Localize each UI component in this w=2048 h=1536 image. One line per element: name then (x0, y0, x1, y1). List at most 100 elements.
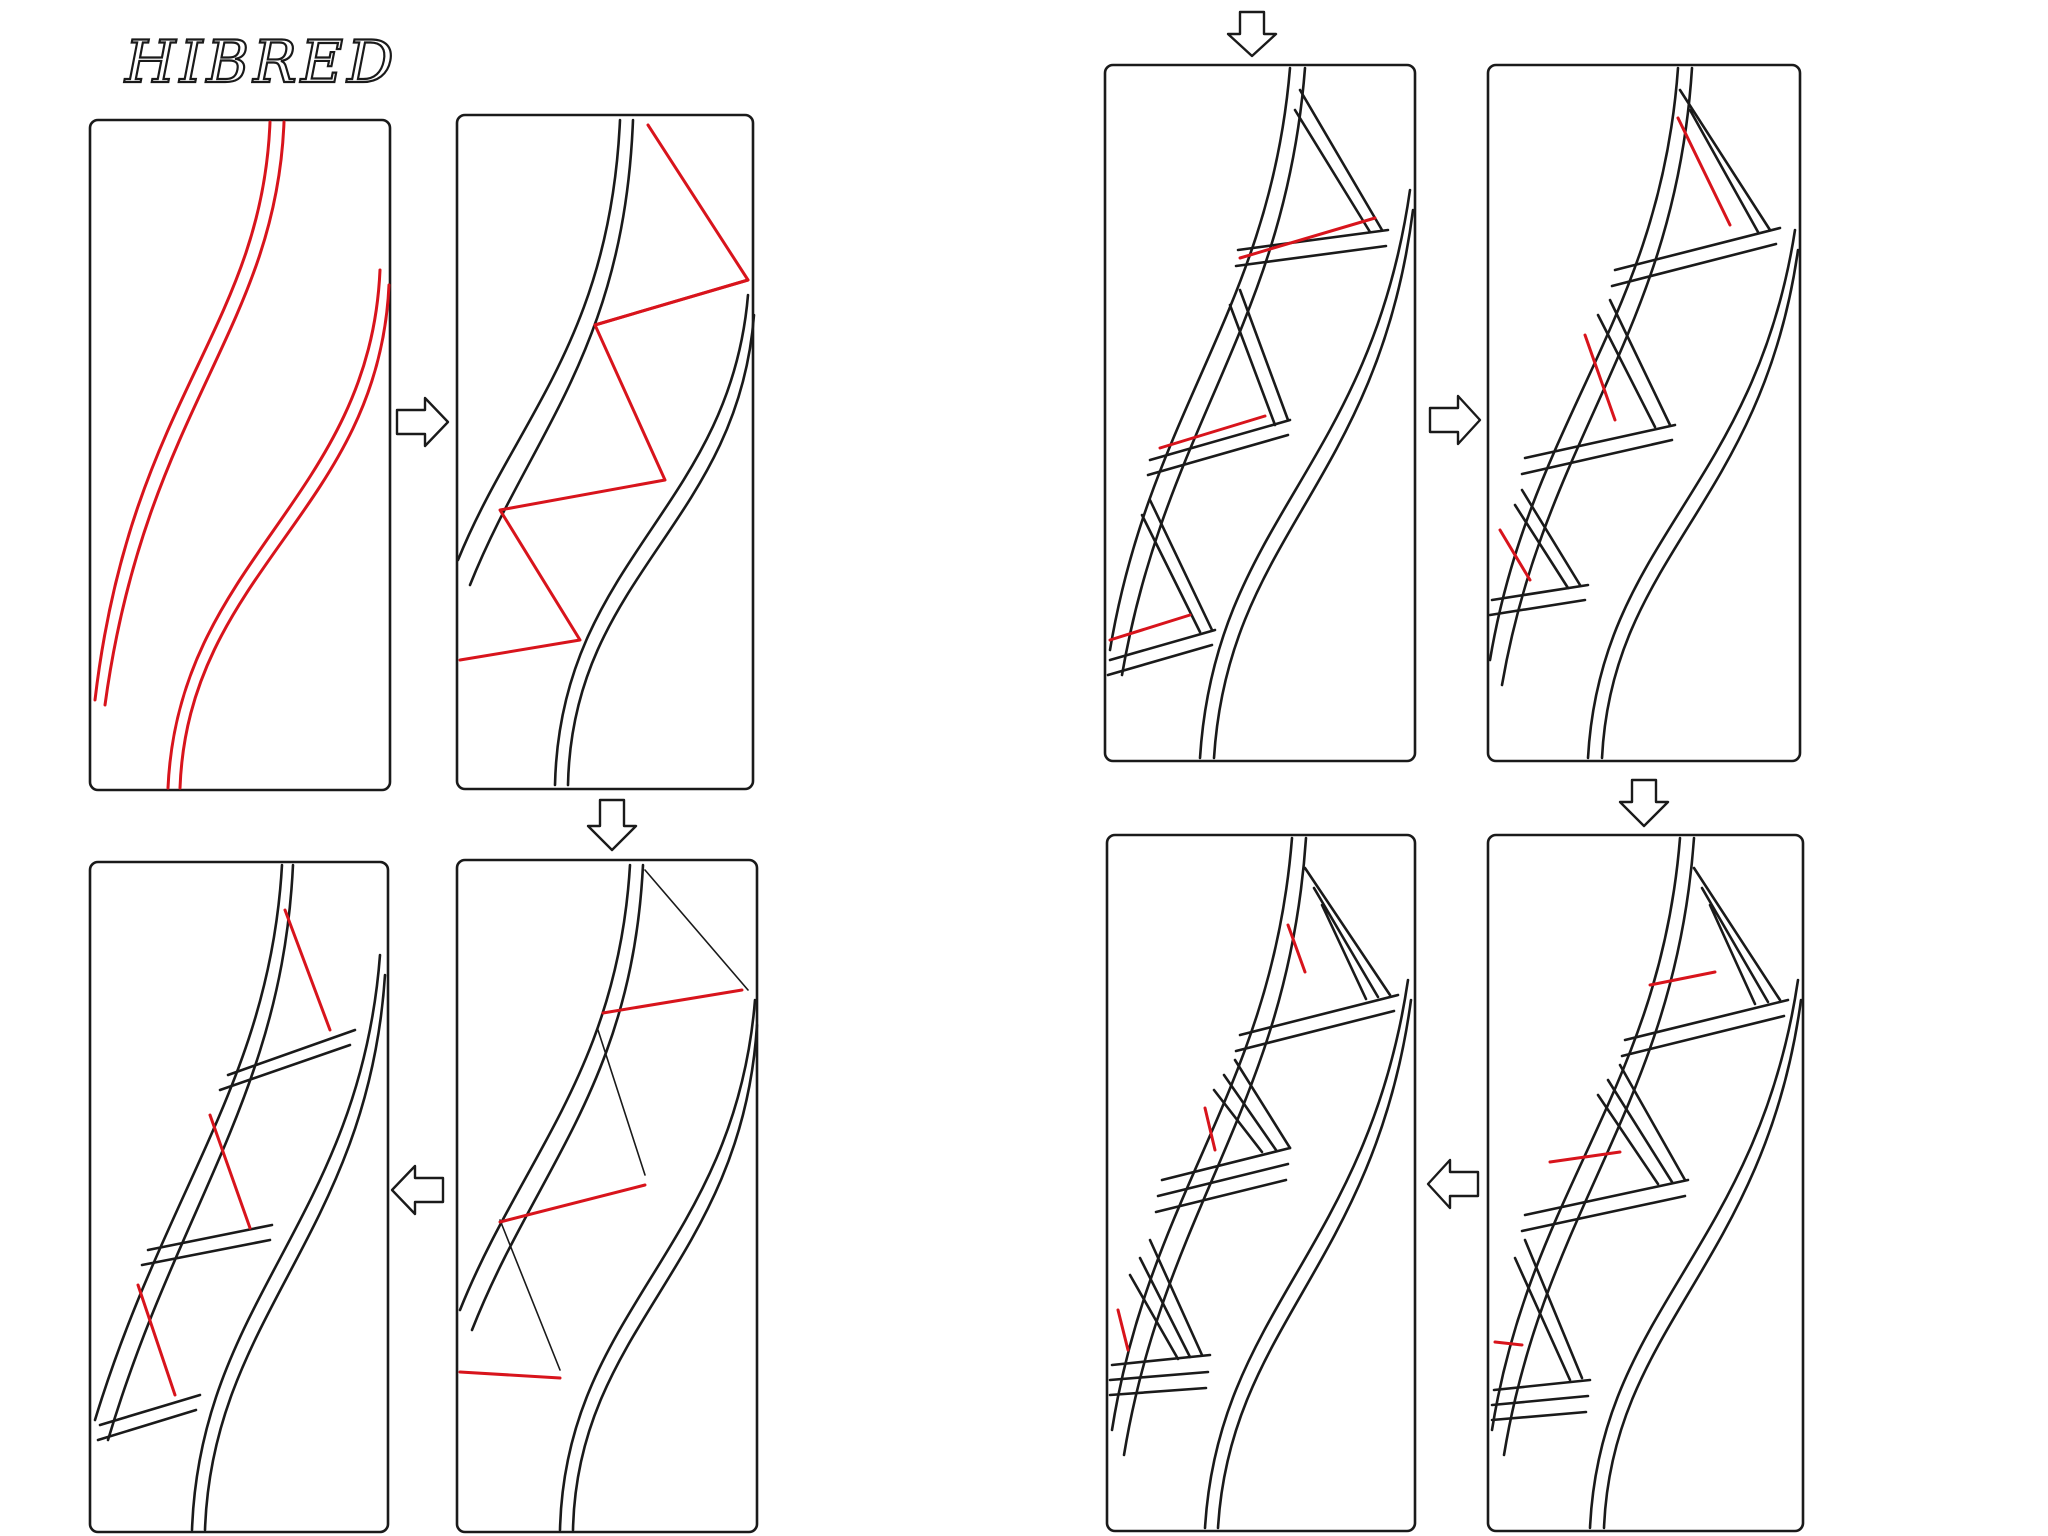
stripe-3 (136, 1283, 177, 1397)
stripe-2 (1203, 1106, 1217, 1152)
bar-1 (1234, 993, 1400, 1053)
bar-2 (1154, 1146, 1292, 1214)
stripe-3 (458, 1370, 562, 1380)
bar-1 (1234, 228, 1390, 268)
strand-a-outer (1488, 66, 1680, 662)
inner-v-1 (1678, 88, 1772, 234)
arrow-left-icon (1426, 1158, 1480, 1210)
strand-a-outer (1490, 836, 1682, 1432)
panel-frame (1486, 63, 1802, 763)
arrow-down-icon (586, 798, 638, 852)
bar-2 (1520, 423, 1677, 476)
step-4-panel (88, 860, 390, 1534)
stripe-2 (208, 1113, 252, 1230)
panel-frame (88, 118, 392, 792)
strand-b-inner (1212, 208, 1415, 760)
strand-a-inner (470, 863, 645, 1332)
strand-a-inner (1120, 66, 1307, 677)
bar-3 (96, 1393, 202, 1442)
panel-frame (1486, 833, 1805, 1533)
nested-v-2 (1596, 1063, 1687, 1186)
panel-frame (1105, 833, 1417, 1533)
strand-a-outer (456, 118, 622, 562)
arrow-left-icon (390, 1164, 445, 1216)
step-1-panel (88, 118, 392, 792)
stripe-1 (601, 988, 744, 1015)
strand-b-outer (1588, 978, 1800, 1530)
nested-v-3 (1128, 1238, 1204, 1361)
zigzag-connector (593, 278, 750, 327)
step-2-panel (455, 113, 756, 791)
stripe-1 (1238, 216, 1377, 260)
panel-frame (1103, 63, 1417, 763)
strand-a-outer (1110, 836, 1294, 1432)
bar-2 (140, 1223, 274, 1267)
guide-lines (499, 869, 749, 1371)
stripe-3 (1493, 1340, 1524, 1347)
nested-v-3 (1513, 1238, 1584, 1382)
strand-b-outer (190, 953, 382, 1532)
bar-2 (1520, 1178, 1690, 1233)
stripe-3 (1116, 1308, 1130, 1352)
bar-3 (1108, 1353, 1212, 1397)
nested-v-2 (1212, 1058, 1292, 1154)
strand-left-inner (103, 120, 286, 707)
step-6-panel (1486, 63, 1802, 763)
stripe-1 (1286, 923, 1307, 974)
stripe-2 (1158, 414, 1267, 450)
triangle-2 (1228, 288, 1290, 427)
strand-b-outer (1203, 978, 1410, 1530)
strand-b-inner (203, 973, 387, 1532)
stripe-2 (1548, 1150, 1622, 1164)
page-title: HIBRED (124, 28, 398, 96)
strand-b-inner (1216, 998, 1413, 1530)
strand-b-inner (1602, 998, 1803, 1530)
inner-v-2 (1596, 298, 1672, 429)
strand-a-inner (1500, 66, 1694, 687)
step-5-panel (1103, 63, 1417, 763)
arrow-right-icon (1428, 394, 1482, 446)
bar-3 (1490, 1378, 1592, 1422)
strand-a-outer (1108, 66, 1292, 652)
nested-v-1 (1303, 866, 1392, 1001)
triangle-3 (1140, 498, 1214, 634)
panel-frame (455, 113, 755, 791)
strand-b-outer (1198, 188, 1412, 760)
stripe-1 (1676, 116, 1732, 227)
stripe-2 (498, 1183, 647, 1224)
strand-a-outer (458, 863, 632, 1312)
bar-3 (1488, 583, 1590, 617)
strand-left-outer (93, 120, 272, 702)
bar-1 (1610, 226, 1782, 288)
strand-right-outer (166, 268, 382, 790)
arrow-down-icon (1618, 778, 1670, 828)
strand-a-inner (468, 118, 635, 587)
strand-b-outer (553, 293, 750, 787)
stripe-1 (283, 908, 332, 1032)
stripe-1 (1648, 970, 1717, 987)
step-7-panel (1486, 833, 1805, 1533)
strand-b-inner (566, 313, 756, 787)
step-3-panel (455, 858, 759, 1534)
step-8-panel (1105, 833, 1417, 1533)
arrow-down-icon (1226, 10, 1278, 58)
strand-b-outer (558, 998, 757, 1532)
bar-1 (1620, 998, 1790, 1058)
strand-b-inner (571, 1023, 759, 1532)
strand-b-outer (1586, 228, 1797, 760)
stripe-2 (1583, 333, 1617, 422)
strand-a-inner (1122, 836, 1308, 1457)
strand-right-inner (178, 283, 391, 790)
triangle-1 (1293, 88, 1384, 234)
inner-v-3 (1513, 488, 1582, 590)
bar-2 (1146, 418, 1292, 477)
nested-v-1 (1692, 866, 1782, 1006)
bar-3 (1106, 628, 1217, 677)
strand-b-inner (1600, 248, 1800, 760)
bar-1 (218, 1028, 357, 1092)
arrow-right-icon (395, 396, 450, 448)
stripe-3 (1498, 528, 1532, 582)
stripe-3 (1108, 613, 1192, 642)
strand-a-outer (93, 863, 284, 1422)
